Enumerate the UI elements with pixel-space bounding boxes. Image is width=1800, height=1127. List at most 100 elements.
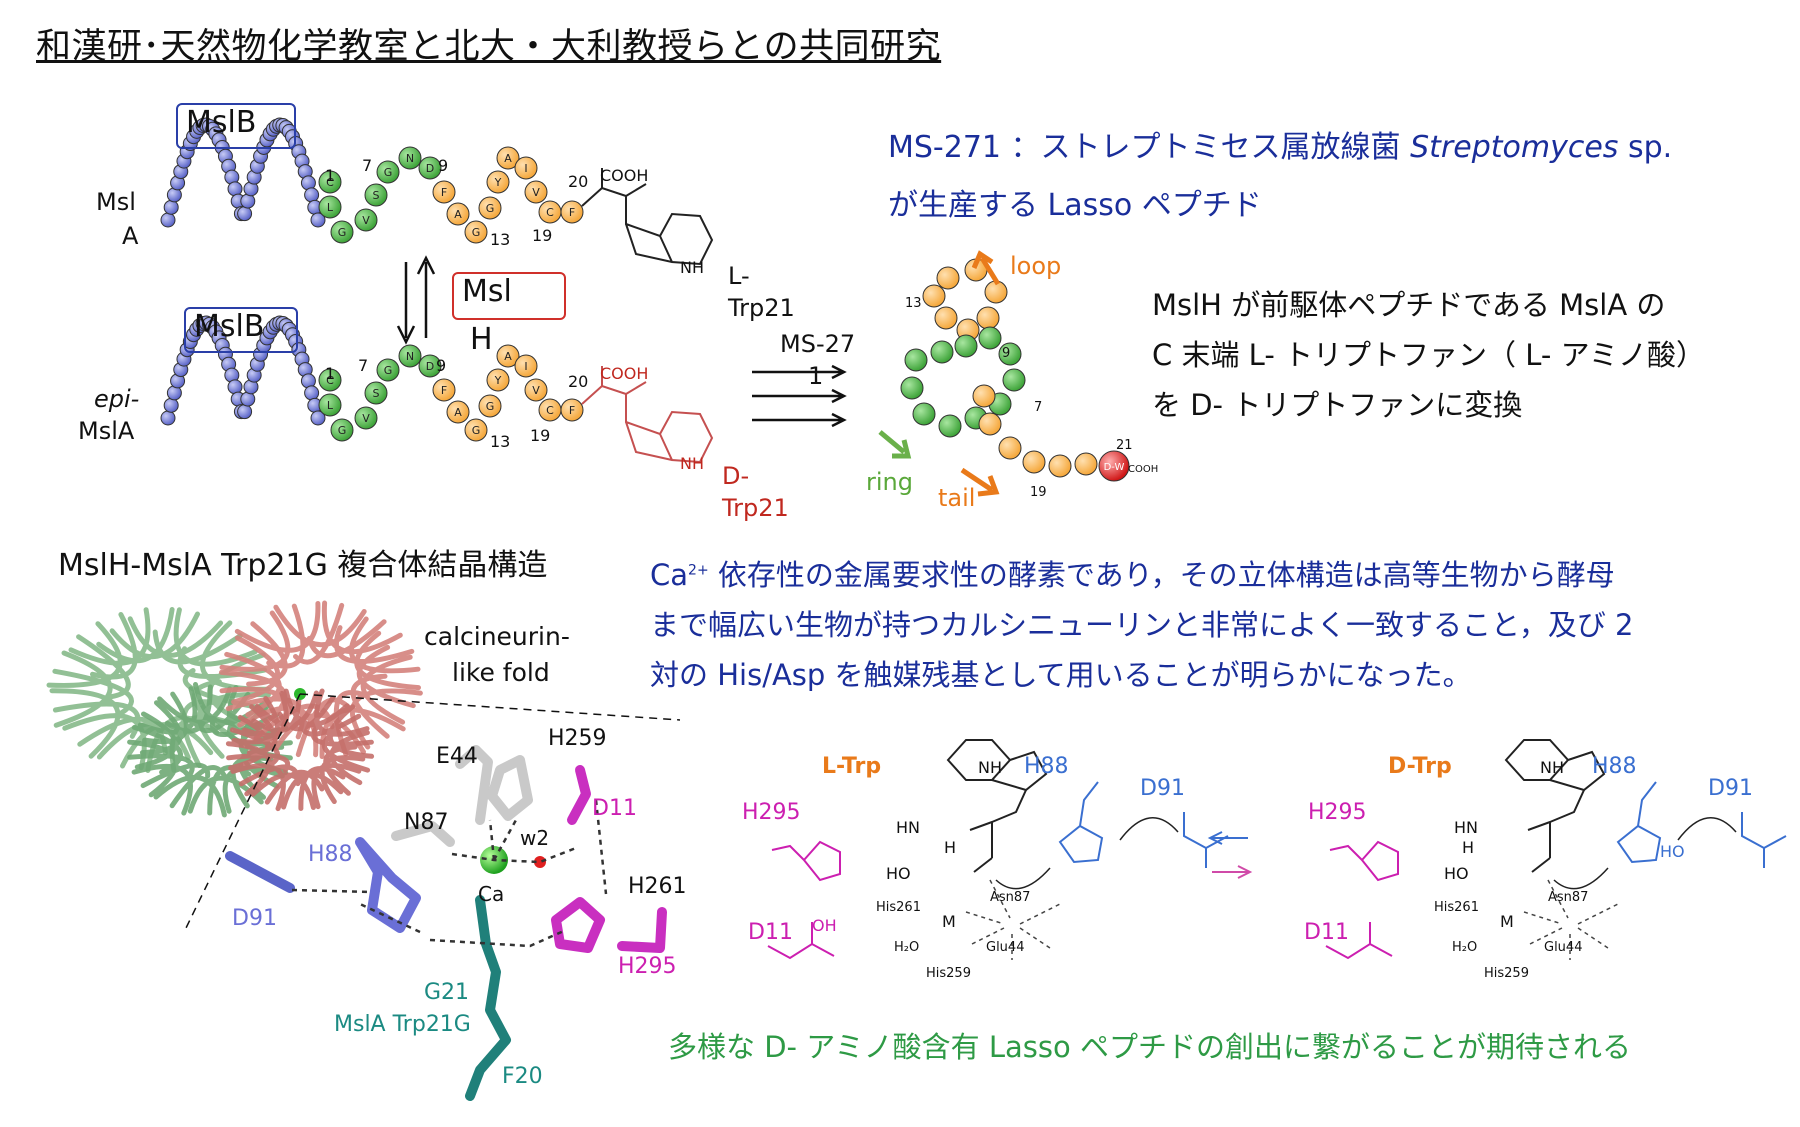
green-bead-top-0 xyxy=(318,170,342,194)
lasso-ring-bead-9 xyxy=(954,334,978,358)
orange-bead-bot-0 xyxy=(432,378,456,402)
green-bead-top-3 xyxy=(354,208,378,232)
mech-d11-acid-left xyxy=(767,922,835,960)
mech-curved-arrow2-left xyxy=(1119,817,1179,841)
ms271-line-2: が生産する Lasso ペプチド xyxy=(888,188,1262,223)
orange-bead-bot-6 xyxy=(514,354,538,378)
lasso-num-13: 13 xyxy=(905,296,922,311)
ltrp-label-1: L- xyxy=(728,262,750,290)
protein-pink-chain-b xyxy=(225,688,375,812)
mslh-box-label: Msl xyxy=(462,274,512,309)
conclusion: 多様な D- アミノ酸含有 Lasso ペプチドの創出に繋がることが期待される xyxy=(668,1030,1631,1064)
mech-oh-d11: OH xyxy=(812,916,837,935)
num-19-top: 19 xyxy=(532,226,553,245)
orange-bead-bot-3-letter: G xyxy=(486,400,495,413)
res-g21: G21 xyxy=(424,980,470,1005)
mslh-desc-3: を D- トリプトファンに変換 xyxy=(1152,388,1523,422)
res-h259: H259 xyxy=(548,726,607,751)
mech-his261-left: His261 xyxy=(876,900,921,915)
mech-ho-left: HO xyxy=(886,864,911,883)
lasso-loop-bead-0 xyxy=(936,266,960,290)
green-bead-top-3-letter: V xyxy=(362,214,370,227)
mech-metal-dashes-left xyxy=(965,879,1061,960)
mech-curved-arrow-right xyxy=(1553,867,1609,890)
lasso-ring-bead-10 xyxy=(930,340,954,364)
mech-h295-ring-left xyxy=(771,840,841,882)
mech-glu44-left: Glu44 xyxy=(986,940,1025,955)
orange-bead-bot-5-letter: A xyxy=(504,350,512,363)
green-bead-top-4 xyxy=(364,183,388,207)
lasso-tail-bead-4 xyxy=(1048,454,1072,478)
orange-bead-top-5 xyxy=(496,146,520,170)
green-bead-top-5-letter: G xyxy=(384,166,393,179)
mslh-desc-2: C 末端 L- トリプトファン（ L- アミノ酸） xyxy=(1152,338,1705,372)
green-bead-bot-2 xyxy=(330,418,354,442)
res-h261: H261 xyxy=(628,874,687,899)
ca-para-ca: Ca xyxy=(650,558,689,592)
num-1-top: 1 xyxy=(325,166,336,185)
orange-bead-top-0 xyxy=(432,180,456,204)
lasso-tail-label: tail xyxy=(938,484,976,512)
green-bead-bot-6 xyxy=(398,344,422,368)
mech-his259-right: His259 xyxy=(1484,966,1529,981)
orange-bead-bot-6-letter: I xyxy=(524,360,527,373)
epi-msla-label-2: MslA xyxy=(78,417,135,445)
num-7-top: 7 xyxy=(362,156,373,175)
green-bead-bot-4-letter: S xyxy=(373,387,380,400)
green-bead-top-6-letter: N xyxy=(406,152,414,165)
green-bead-top-1 xyxy=(318,195,342,219)
calcineurin-label-1: calcineurin- xyxy=(424,622,570,651)
green-bead-bot-5 xyxy=(376,358,400,382)
mech-h2o-left: H₂O xyxy=(894,940,920,955)
lasso-ring-bead-2 xyxy=(912,402,936,426)
g21-f20-stick xyxy=(465,895,511,1101)
ca-para-3: 対の His/Asp を触媒残基として用いることが明らかになった。 xyxy=(650,658,1472,692)
ms271-arrow-1 xyxy=(752,388,847,404)
mech-d91-left: D91 xyxy=(1140,776,1185,801)
orange-bead-bot-0-letter: F xyxy=(441,384,447,397)
num-7-bottom: 7 xyxy=(358,356,369,375)
tail-arrow xyxy=(960,467,1000,497)
mslh-desc-1: MslH が前駆体ペプチドである MslA の xyxy=(1152,288,1666,322)
lasso-num-21: 21 xyxy=(1116,438,1133,453)
green-bead-top-2 xyxy=(330,220,354,244)
green-bead-bot-2-letter: G xyxy=(338,424,347,437)
mech-d91-acid-right xyxy=(1741,812,1787,868)
blue-bead-bot-24 xyxy=(237,404,253,420)
dtrp-label-1: D- xyxy=(722,462,750,490)
lasso-ring-bead-1 xyxy=(900,376,924,400)
blue-bead-top-1 xyxy=(163,199,179,215)
mech-m-right: M xyxy=(1500,912,1514,931)
mech-curved-arrow2-right xyxy=(1677,817,1737,841)
mech-d91-right: D91 xyxy=(1708,776,1753,801)
orange-bead-bot-2-letter: G xyxy=(472,424,481,437)
green-bead-bot-7-letter: D xyxy=(426,360,434,373)
res-n87: N87 xyxy=(404,810,449,835)
mech-his261-right: His261 xyxy=(1434,900,1479,915)
mech-h-right: H xyxy=(1462,838,1475,857)
res-f20: F20 xyxy=(502,1064,543,1089)
mech-h88-ring-right xyxy=(1616,781,1662,864)
green-bead-top-2-letter: G xyxy=(338,226,347,239)
green-bead-top-7 xyxy=(418,156,442,180)
trp-structure-top xyxy=(581,168,714,266)
ms271-line-1: MS-271 ：ストレプトミセス属放線菌 Streptomyces sp. xyxy=(888,122,1672,166)
lasso-loop-label: loop xyxy=(1010,252,1062,280)
mech-ho-d91: HO xyxy=(1660,842,1685,861)
n87-stick xyxy=(391,821,455,847)
green-bead-bot-5-letter: G xyxy=(384,364,393,377)
res-d11: D11 xyxy=(592,796,637,821)
ca-para-1-text: 依存性の金属要求性の酵素であり，その立体構造は高等生物から酵母 xyxy=(708,558,1615,592)
res-msla-trp21g: MslA Trp21G xyxy=(334,1012,471,1037)
ca-para-2: まで幅広い生物が持つカルシニューリンと非常によく一致すること，及び 2 xyxy=(650,608,1634,642)
ca-para-sup: 2+ xyxy=(688,562,709,579)
down-arrow xyxy=(396,262,416,345)
mech-indole-left xyxy=(946,739,1048,792)
mech-asn87-right: Asn87 xyxy=(1548,890,1589,905)
orange-bead-bot-7-letter: V xyxy=(532,384,540,397)
up-arrow xyxy=(416,255,436,338)
crystal-title: MslH-MslA Trp21G 複合体結晶構造 xyxy=(58,548,548,583)
orange-bead-top-6 xyxy=(514,156,538,180)
ltrp-label-2: Trp21 xyxy=(728,294,795,322)
h261-stick xyxy=(617,907,667,953)
